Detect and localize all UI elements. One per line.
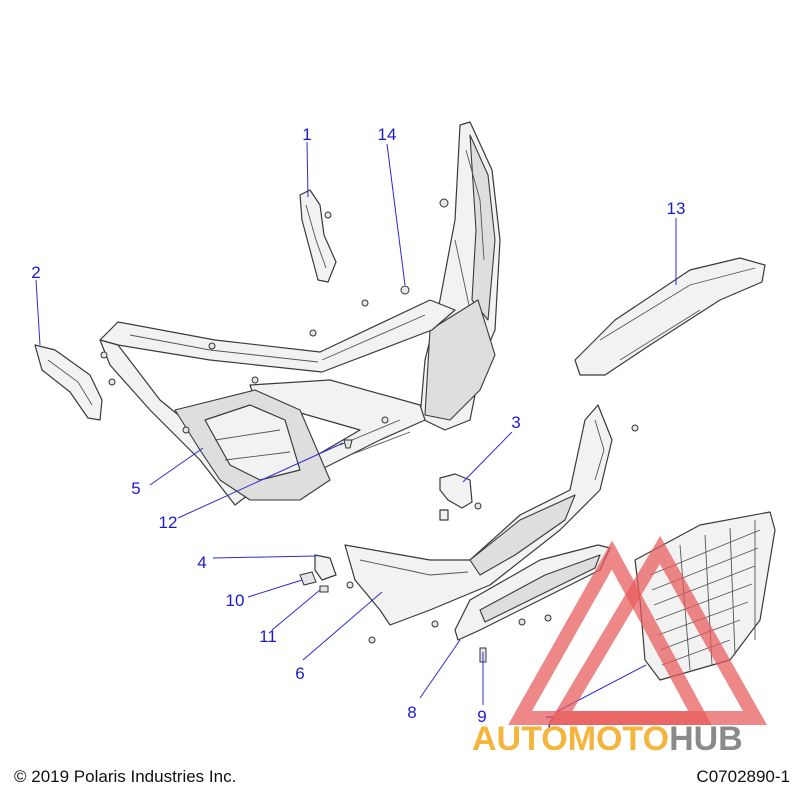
- callout-9: 9: [477, 707, 486, 726]
- callout-1: 1: [302, 125, 311, 144]
- callout-8: 8: [407, 703, 416, 722]
- callout-13: 13: [667, 199, 686, 218]
- callout-10: 10: [226, 591, 245, 610]
- bracket-part-1: [299, 189, 337, 283]
- callout-6: 6: [295, 664, 304, 683]
- watermark: AUTOMOTOHUB: [472, 536, 767, 758]
- leader-lines: [35, 141, 677, 713]
- watermark-text: AUTOMOTOHUB: [472, 720, 743, 758]
- bracket-part-3: [439, 473, 482, 521]
- front-frame-part: [99, 121, 501, 506]
- callout-3: 3: [511, 413, 520, 432]
- watermark-triangle-right-icon: [547, 536, 767, 725]
- lower-trim-part: [431, 544, 611, 641]
- drawing-number: C0702890-1: [696, 767, 790, 786]
- callout-14: 14: [378, 125, 397, 144]
- fastener-14: [400, 285, 410, 295]
- callout-2: 2: [31, 263, 40, 282]
- callout-11: 11: [259, 627, 277, 646]
- lower-fascia-part: [344, 404, 639, 644]
- bracket-part-2: [34, 344, 116, 421]
- callout-4: 4: [197, 553, 206, 572]
- top-cover-part: [574, 257, 766, 376]
- bracket-part-4: [299, 554, 337, 593]
- callout-12: 12: [159, 513, 178, 532]
- copyright-text: © 2019 Polaris Industries Inc.: [14, 767, 236, 786]
- callout-5: 5: [131, 479, 140, 498]
- grille-part: [634, 511, 776, 681]
- fastener-12: [343, 439, 353, 449]
